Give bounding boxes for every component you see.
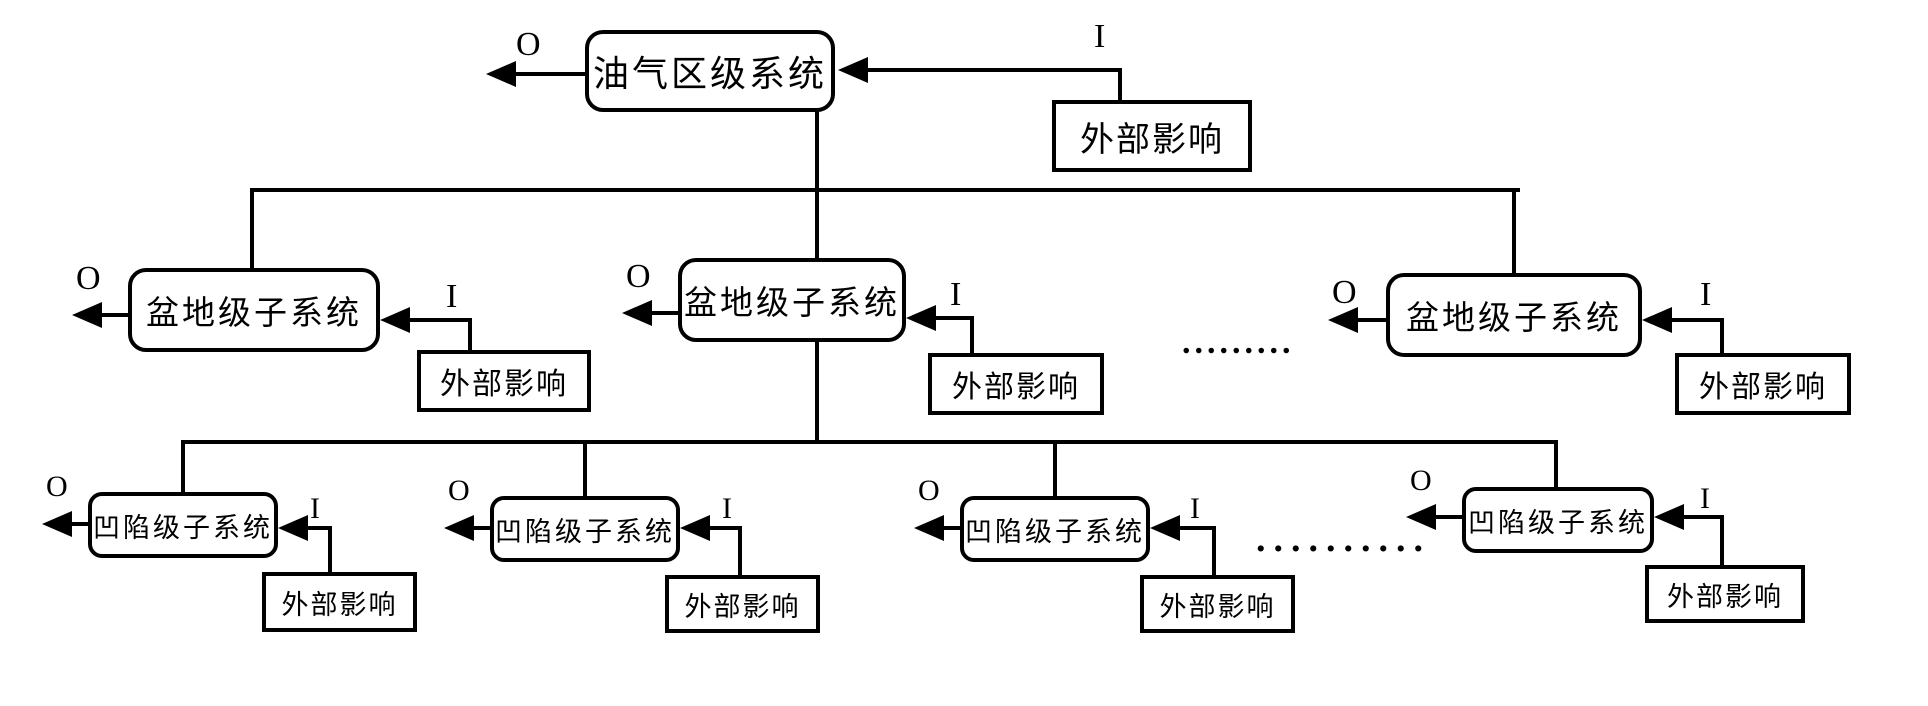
external-influence-box: 外部影响: [1675, 353, 1851, 415]
output-label: O: [46, 470, 68, 503]
input-arrow-line: [1668, 318, 1724, 322]
connector-bus2-dep3: [1053, 440, 1057, 498]
output-label: O: [1332, 274, 1357, 311]
input-label: I: [1700, 276, 1712, 313]
input-arrow-line: [932, 316, 974, 320]
input-arrowhead-icon: [380, 307, 410, 333]
input-arrow-riser: [468, 318, 472, 352]
input-arrowhead-icon: [1150, 515, 1180, 541]
output-arrow-line: [940, 526, 960, 530]
output-arrow-line: [470, 526, 490, 530]
output-arrowhead-icon: [42, 511, 72, 537]
output-arrow-line: [68, 522, 88, 526]
input-label: I: [310, 492, 320, 525]
input-arrow-riser: [970, 316, 974, 355]
depression-node: 凹陷级子系统: [490, 496, 680, 562]
external-influence-box: 外部影响: [417, 350, 591, 412]
input-arrowhead-icon: [680, 515, 710, 541]
connector-bus2-dep4: [1554, 440, 1558, 489]
basin-node: 盆地级子系统: [128, 268, 380, 352]
output-label: O: [1410, 464, 1432, 497]
output-label: O: [918, 474, 940, 507]
basin-node: 盆地级子系统: [1386, 273, 1642, 357]
output-arrowhead-icon: [1406, 504, 1436, 530]
input-label: I: [722, 492, 732, 525]
output-arrow-line: [1354, 318, 1386, 322]
output-label: O: [626, 258, 651, 295]
depression-node: 凹陷级子系统: [1462, 487, 1654, 553]
input-arrow-riser: [328, 526, 332, 572]
input-arrow-line: [864, 68, 1122, 72]
input-label: I: [1700, 482, 1710, 515]
input-arrowhead-icon: [1642, 307, 1672, 333]
depression-level-ellipsis: ..........: [1256, 518, 1431, 560]
input-arrow-line: [304, 526, 332, 530]
output-arrow-line: [98, 313, 128, 317]
output-label: O: [448, 474, 470, 507]
connector-bus1-basin2: [815, 188, 819, 260]
output-arrowhead-icon: [914, 515, 944, 541]
input-arrow-line: [706, 526, 742, 530]
connector-bus1-basin3: [1512, 188, 1516, 275]
input-label: I: [1094, 18, 1106, 55]
external-influence-box: 外部影响: [928, 353, 1104, 415]
input-arrow-line: [406, 318, 472, 322]
depression-node: 凹陷级子系统: [960, 496, 1150, 562]
connector-bus1-basin1: [250, 188, 254, 270]
depression-node: 凹陷级子系统: [88, 492, 278, 558]
output-arrow-line: [514, 72, 585, 76]
connector-root-to-bus1: [815, 110, 819, 190]
bus-level1-line: [252, 188, 1520, 192]
external-influence-box: 外部影响: [262, 572, 417, 632]
input-arrowhead-icon: [278, 515, 308, 541]
input-arrowhead-icon: [1654, 504, 1684, 530]
external-influence-box: 外部影响: [1140, 575, 1295, 633]
input-arrow-line: [1680, 515, 1724, 519]
output-arrowhead-icon: [486, 61, 516, 87]
input-label: I: [446, 278, 458, 315]
input-arrow-riser: [1212, 526, 1216, 575]
basin-level-ellipsis: .........: [1182, 324, 1295, 361]
connector-bus2-dep2: [583, 440, 587, 498]
input-label: I: [950, 276, 962, 313]
output-label: O: [76, 260, 101, 297]
input-arrow-riser: [1118, 68, 1122, 102]
output-arrowhead-icon: [72, 302, 102, 328]
output-arrow-line: [1432, 515, 1462, 519]
output-arrowhead-icon: [622, 300, 652, 326]
output-arrowhead-icon: [444, 515, 474, 541]
input-arrow-riser: [1720, 515, 1724, 565]
external-influence-box: 外部影响: [1645, 565, 1805, 623]
input-arrow-riser: [738, 526, 742, 575]
input-arrowhead-icon: [906, 305, 936, 331]
connector-basin2-to-bus2: [815, 340, 819, 442]
input-arrowhead-icon: [838, 57, 868, 83]
output-arrow-line: [648, 311, 678, 315]
output-label: O: [516, 26, 541, 63]
external-influence-box: 外部影响: [665, 575, 820, 633]
external-influence-box: 外部影响: [1052, 100, 1252, 172]
bus-level2-line: [181, 440, 1558, 444]
output-arrowhead-icon: [1328, 307, 1358, 333]
input-arrow-riser: [1720, 318, 1724, 355]
connector-bus2-dep1: [181, 440, 185, 494]
input-arrow-line: [1176, 526, 1216, 530]
root-system-node: 油气区级系统: [585, 30, 835, 112]
basin-node: 盆地级子系统: [678, 258, 906, 342]
input-label: I: [1190, 492, 1200, 525]
